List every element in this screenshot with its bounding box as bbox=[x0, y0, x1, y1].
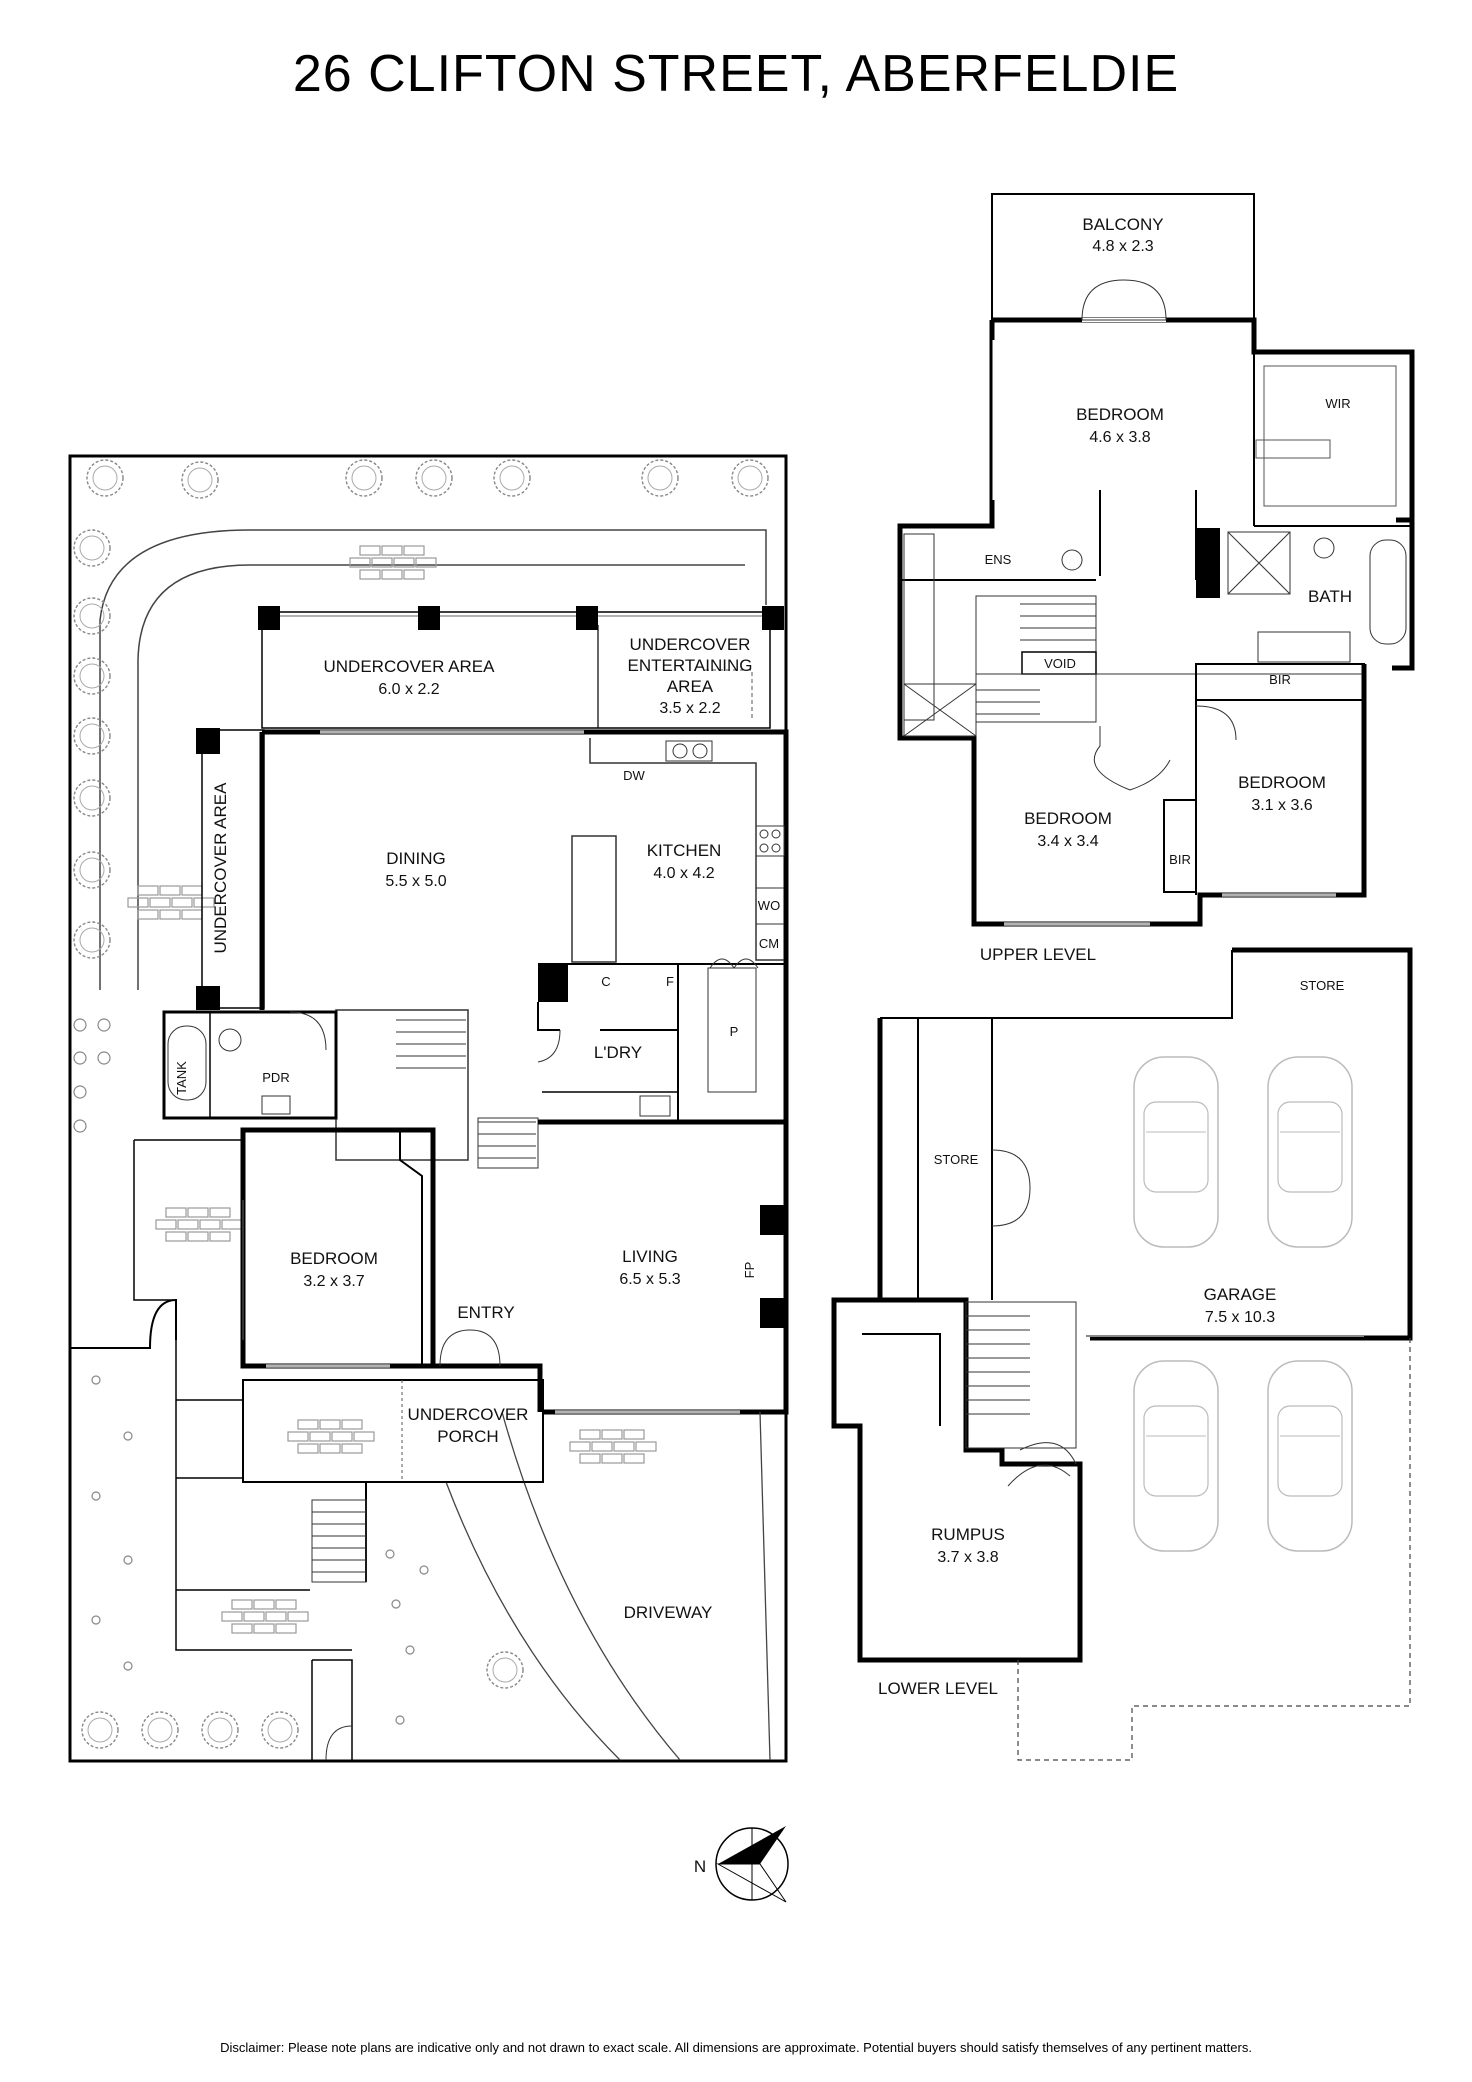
balcony-label: BALCONY bbox=[1082, 215, 1163, 234]
porch-label-1: UNDERCOVER bbox=[408, 1405, 529, 1424]
rumpus-label: RUMPUS bbox=[931, 1525, 1005, 1544]
main-bedroom-dims: 4.6 x 3.8 bbox=[1089, 429, 1150, 446]
undercover-area-top-label: UNDERCOVER AREA bbox=[324, 657, 496, 676]
ground-bedroom-label: BEDROOM bbox=[290, 1249, 378, 1268]
garage-dims: 7.5 x 10.3 bbox=[1205, 1309, 1275, 1326]
main-bedroom-label: BEDROOM bbox=[1076, 405, 1164, 424]
porch-label-2: PORCH bbox=[437, 1427, 498, 1446]
ensuite-label: ENS bbox=[985, 552, 1012, 567]
entry-label: ENTRY bbox=[457, 1303, 514, 1322]
ground-bedroom-dims: 3.2 x 3.7 bbox=[303, 1273, 364, 1290]
coffee-machine-label: CM bbox=[759, 936, 779, 951]
garage-label: GARAGE bbox=[1204, 1285, 1277, 1304]
driveway-label: DRIVEWAY bbox=[624, 1603, 713, 1622]
bedroom-left-dims: 3.4 x 3.4 bbox=[1037, 833, 1098, 850]
plan-title: 26 CLIFTON STREET, ABERFELDIE bbox=[292, 45, 1180, 103]
wir-label: WIR bbox=[1325, 396, 1350, 411]
compass-rose: N bbox=[694, 1826, 789, 1903]
undercover-entertaining-label-1: UNDERCOVER bbox=[630, 635, 751, 654]
rumpus-dims: 3.7 x 3.8 bbox=[937, 1549, 998, 1566]
upper-level-plan: BALCONY 4.8 x 2.3 BEDROOM 4.6 x 3.8 WIR … bbox=[897, 193, 1415, 964]
lower-level-plan: STORE STORE GARAGE 7.5 x 10.3 RUMPUS 3.7… bbox=[831, 947, 1413, 1761]
powder-room-label: PDR bbox=[262, 1070, 289, 1085]
bedroom-right-label: BEDROOM bbox=[1238, 773, 1326, 792]
pantry-label: P bbox=[730, 1024, 739, 1039]
wall-oven-label: WO bbox=[758, 898, 780, 913]
bir-mid-label: BIR bbox=[1169, 852, 1191, 867]
bir-top-label: BIR bbox=[1269, 672, 1291, 687]
lower-level-label: LOWER LEVEL bbox=[878, 1679, 998, 1698]
laundry-label: L'DRY bbox=[594, 1043, 642, 1062]
dishwasher-label: DW bbox=[623, 768, 645, 783]
fridge-label: F bbox=[666, 974, 674, 989]
bath-label: BATH bbox=[1308, 587, 1352, 606]
bedroom-left-label: BEDROOM bbox=[1024, 809, 1112, 828]
undercover-entertaining-label-2: ENTERTAINING bbox=[628, 656, 753, 675]
fireplace-label: FP bbox=[742, 1262, 757, 1279]
upper-level-label: UPPER LEVEL bbox=[980, 945, 1096, 964]
disclaimer: Disclaimer: Please note plans are indica… bbox=[220, 2040, 1252, 2055]
tank-label: TANK bbox=[174, 1061, 189, 1095]
cupboard-c-label: C bbox=[601, 974, 610, 989]
dining-label: DINING bbox=[386, 849, 446, 868]
north-label: N bbox=[694, 1857, 706, 1876]
kitchen-label: KITCHEN bbox=[647, 841, 722, 860]
undercover-entertaining-label-3: AREA bbox=[667, 677, 714, 696]
void-label: VOID bbox=[1044, 656, 1076, 671]
dining-dims: 5.5 x 5.0 bbox=[385, 873, 446, 890]
kitchen-dims: 4.0 x 4.2 bbox=[653, 865, 714, 882]
undercover-area-side-label: UNDERCOVER AREA bbox=[211, 782, 230, 954]
bedroom-right-dims: 3.1 x 3.6 bbox=[1251, 797, 1312, 814]
store-top-label: STORE bbox=[1300, 978, 1345, 993]
balcony-dims: 4.8 x 2.3 bbox=[1092, 238, 1153, 255]
living-label: LIVING bbox=[622, 1247, 678, 1266]
living-dims: 6.5 x 5.3 bbox=[619, 1271, 680, 1288]
undercover-area-top-dims: 6.0 x 2.2 bbox=[378, 681, 439, 698]
store-left-label: STORE bbox=[934, 1152, 979, 1167]
ground-floor-plan: UNDERCOVER AREA 6.0 x 2.2 UNDERCOVER ENT… bbox=[68, 454, 789, 1763]
undercover-entertaining-dims: 3.5 x 2.2 bbox=[659, 700, 720, 717]
